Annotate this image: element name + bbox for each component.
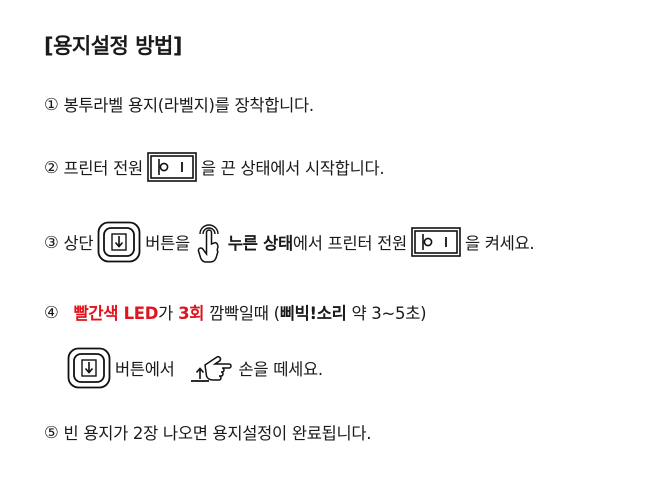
beep-label: 삐빅!소리 xyxy=(279,304,347,323)
step-text: 에서 프린터 전원 xyxy=(292,234,407,253)
emphasis-text: 누른 상태 xyxy=(227,234,293,253)
step-text: 상단 xyxy=(63,234,94,253)
press-hand-icon xyxy=(194,220,224,264)
step-text: 봉투라벨 용지(라벨지)를 장착합니다. xyxy=(63,96,315,115)
step-text: 빈 용지가 2장 나오면 용지설정이 완료됩니다. xyxy=(63,424,372,443)
step-3: ③ 상단 버튼을 누른 상태 에서 프린터 전원 xyxy=(44,220,535,264)
power-switch-icon xyxy=(411,227,461,257)
step-text: 깜빡일때 ( xyxy=(209,304,280,323)
feed-button-icon xyxy=(97,221,141,263)
step-number: ④ xyxy=(44,302,59,322)
step-text: 프린터 전원 xyxy=(63,159,144,178)
feed-button-icon xyxy=(67,347,111,389)
step-number: ③ xyxy=(44,232,59,252)
step-number: ① xyxy=(44,94,59,114)
blink-count: 3회 xyxy=(178,304,205,323)
step-text: 을 끈 상태에서 시작합니다. xyxy=(200,159,385,178)
step-5: ⑤ 빈 용지가 2장 나오면 용지설정이 완료됩니다. xyxy=(44,420,372,444)
release-hand-icon xyxy=(189,351,235,385)
step-text: 버튼을 xyxy=(145,234,190,253)
step-1: ① 봉투라벨 용지(라벨지)를 장착합니다. xyxy=(44,92,314,116)
step-text: 가 xyxy=(158,304,174,323)
step-text: 을 켜세요. xyxy=(464,234,535,253)
step-2: ② 프린터 전원 을 끈 상태에서 시작합니다. xyxy=(44,152,385,182)
step-text: 버튼에서 xyxy=(115,360,175,379)
step-number: ⑤ xyxy=(44,422,59,442)
step-number: ② xyxy=(44,157,59,177)
step-text: 손을 떼세요. xyxy=(238,360,324,379)
led-label: 빨간색 LED xyxy=(73,304,159,323)
step-4-continued: 버튼에서 손을 떼세요. xyxy=(67,347,323,389)
power-switch-icon xyxy=(147,152,197,182)
step-text: 약 3~5초) xyxy=(351,304,427,323)
step-4: ④ 빨간색 LED 가 3회 깜빡일때 ( 삐빅!소리 약 3~5초) xyxy=(44,300,427,324)
page-title: [용지설정 방법] xyxy=(44,34,182,58)
